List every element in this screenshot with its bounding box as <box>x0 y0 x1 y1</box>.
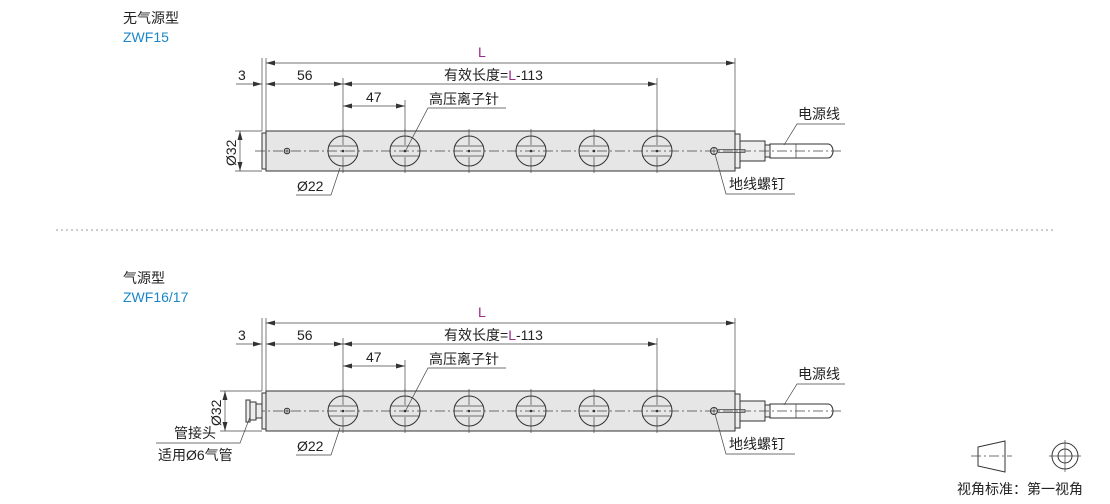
model-number: ZWF16/17 <box>123 289 189 305</box>
ionizer-bar-body <box>255 129 842 173</box>
power-cable-callout: 电源线 <box>783 366 845 406</box>
ground-screw-icon <box>710 407 746 415</box>
dim-3-label: 3 <box>238 67 246 83</box>
first-angle-projection-icon <box>971 440 1081 473</box>
extension-lines <box>261 58 736 131</box>
ionizer-bar-body <box>255 389 842 433</box>
dimension-3-56: 3 56 <box>236 67 343 87</box>
dimension-body-diameter: Ø32 <box>223 130 262 172</box>
dim-56-label: 56 <box>297 67 313 83</box>
body-diameter-label: Ø32 <box>208 399 224 426</box>
dimension-47: 47 <box>343 89 405 109</box>
ground-screw-callout: 地线螺钉 <box>714 153 795 195</box>
dimension-3-56: 3 56 <box>236 327 343 347</box>
needle-hole <box>641 389 673 433</box>
effective-length-label: 有效长度=L-113 <box>444 327 543 343</box>
dim-L-label: L <box>478 44 486 60</box>
needle-hole <box>453 389 485 433</box>
fitting-label: 管接头 <box>174 425 216 441</box>
ground-screw-callout: 地线螺钉 <box>714 413 795 455</box>
ground-screw-icon <box>710 147 746 155</box>
dimension-47: 47 <box>343 349 405 369</box>
hole-diameter-label: Ø22 <box>297 438 324 454</box>
body-diameter-label: Ø32 <box>223 139 239 166</box>
drawing-title: 气源型 <box>123 270 165 286</box>
fitting-note-label: 适用Ø6气管 <box>158 447 233 463</box>
needle-hole <box>389 389 421 433</box>
hole-diameter-label: Ø22 <box>297 178 324 194</box>
ground-screw-label: 地线螺钉 <box>729 176 785 192</box>
drawing-title: 无气源型 <box>123 10 179 26</box>
hole-diameter-callout: Ø22 <box>296 167 341 196</box>
needle-hole <box>578 389 610 433</box>
projection-standard-label: 视角标准：第一视角 <box>957 481 1083 497</box>
dimension-body-diameter: Ø32 <box>208 390 262 432</box>
dim-47-label: 47 <box>366 89 382 105</box>
needle-hole <box>515 389 547 433</box>
needle-hole <box>327 129 359 173</box>
needle-hole <box>453 129 485 173</box>
ground-screw-label: 地线螺钉 <box>729 436 785 452</box>
extension-lines <box>261 318 736 391</box>
needle-callout: 高压离子针 <box>405 91 506 151</box>
dimension-effective-length: 有效长度=L-113 <box>343 327 657 347</box>
needle-hole <box>327 389 359 433</box>
effective-length-label: 有效长度=L-113 <box>444 67 543 83</box>
air-fitting <box>245 399 263 423</box>
dim-3-label: 3 <box>238 327 246 343</box>
needle-hole <box>578 129 610 173</box>
dim-L-label: L <box>478 304 486 320</box>
power-cable-label: 电源线 <box>798 366 840 382</box>
mounting-screw-icon <box>283 407 291 415</box>
mounting-screw-icon <box>283 147 291 155</box>
power-cable-callout: 电源线 <box>783 106 845 146</box>
hole-diameter-callout: Ø22 <box>296 427 341 456</box>
dimension-L: L <box>266 304 735 326</box>
needle-label: 高压离子针 <box>429 91 499 107</box>
dim-56-label: 56 <box>297 327 313 343</box>
needle-hole <box>389 129 421 173</box>
model-number: ZWF15 <box>123 29 169 45</box>
power-cable-label: 电源线 <box>798 106 840 122</box>
dim-47-label: 47 <box>366 349 382 365</box>
dimension-effective-length: 有效长度=L-113 <box>343 67 657 87</box>
needle-label: 高压离子针 <box>429 351 499 367</box>
dimension-L: L <box>266 44 735 66</box>
needle-hole <box>641 129 673 173</box>
needle-hole <box>515 129 547 173</box>
needle-callout: 高压离子针 <box>405 351 506 411</box>
